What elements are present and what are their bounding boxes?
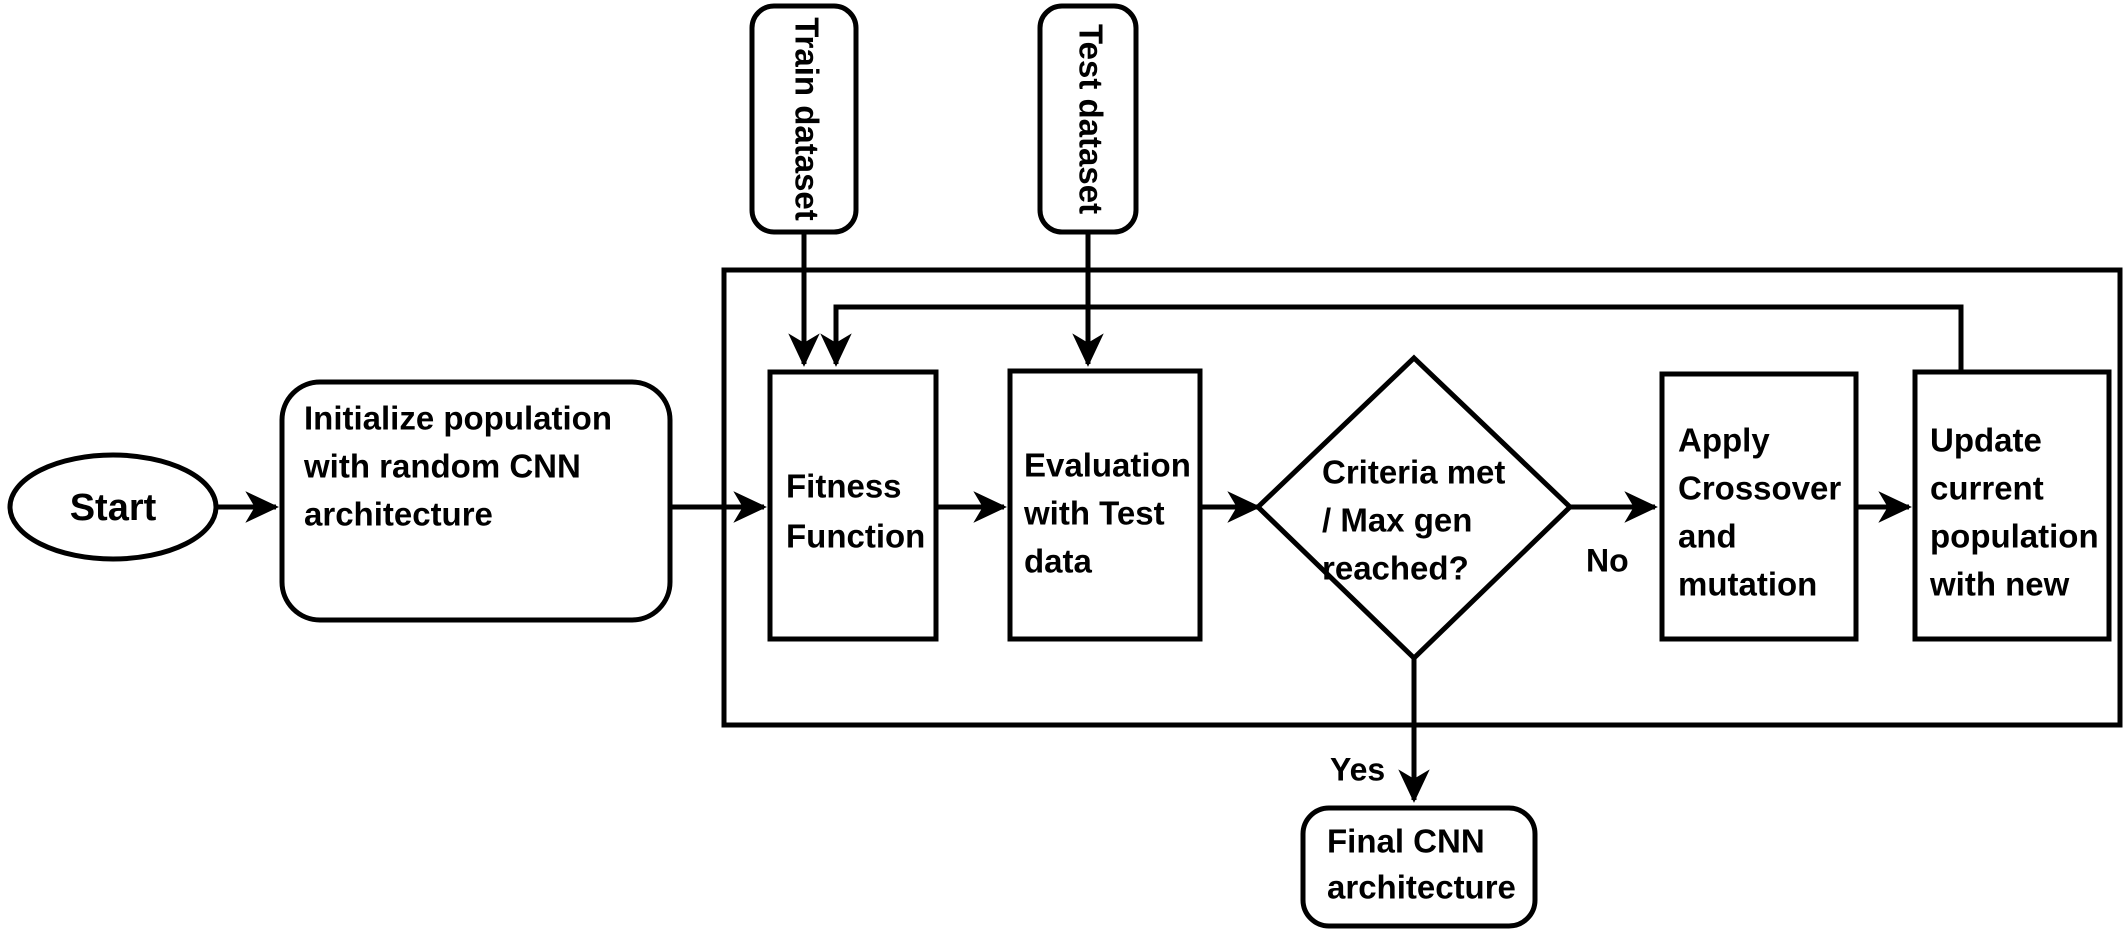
crossover-box: [1659, 371, 1859, 642]
criteria-line-1: Criteria met: [1322, 454, 1505, 491]
final-box: [1300, 805, 1538, 929]
crossover-line-1: Apply: [1678, 422, 1770, 459]
criteria-line-2: / Max gen: [1322, 502, 1472, 539]
evaluation-line-1: Evaluation: [1024, 447, 1191, 484]
train-dataset-label: Train dataset: [788, 17, 825, 221]
start-label: Start: [70, 487, 157, 529]
outer-loop-rectangle: [721, 267, 2123, 728]
edge-update-to-fitness: [820, 304, 1964, 372]
initialize-box: [279, 379, 673, 623]
update-line-2: current: [1930, 470, 2044, 507]
node-evaluation[interactable]: Evaluation with Test data: [1007, 368, 1203, 642]
evaluation-line-2: with Test: [1023, 495, 1165, 532]
node-train-dataset[interactable]: Train dataset: [749, 3, 859, 235]
update-line-3: population: [1930, 518, 2099, 555]
node-initialize-population[interactable]: Initialize population with random CNN ar…: [279, 379, 673, 623]
node-crossover-mutation[interactable]: Apply Crossover and mutation: [1659, 371, 1859, 642]
criteria-line-3: reached?: [1322, 550, 1469, 587]
initialize-line-2: with random CNN: [303, 448, 581, 485]
crossover-line-4: mutation: [1678, 566, 1817, 603]
edge-label-yes: Yes: [1330, 751, 1385, 787]
crossover-line-3: and: [1678, 518, 1737, 555]
fitness-box: [767, 369, 939, 642]
start-ellipse: [7, 452, 219, 562]
fitness-line-1: Fitness: [786, 468, 902, 505]
node-criteria-decision[interactable]: Criteria met / Max gen reached?: [1254, 354, 1574, 662]
node-fitness-function[interactable]: Fitness Function: [767, 369, 939, 642]
final-line-2: architecture: [1327, 869, 1516, 906]
update-line-1: Update: [1930, 422, 2042, 459]
node-start[interactable]: Start: [7, 452, 219, 562]
node-final-cnn[interactable]: Final CNN architecture: [1300, 805, 1538, 929]
initialize-line-1: Initialize population: [304, 400, 612, 437]
crossover-line-2: Crossover: [1678, 470, 1841, 507]
node-update-population[interactable]: Update current population with new: [1912, 369, 2112, 642]
update-line-4: with new: [1929, 566, 2070, 603]
evaluation-line-3: data: [1024, 543, 1093, 580]
test-dataset-label: Test dataset: [1072, 24, 1109, 214]
final-line-1: Final CNN: [1327, 823, 1485, 860]
initialize-line-3: architecture: [304, 496, 493, 533]
update-box: [1912, 369, 2112, 642]
edge-label-no: No: [1586, 542, 1629, 578]
node-test-dataset[interactable]: Test dataset: [1037, 3, 1139, 235]
fitness-line-2: Function: [786, 518, 925, 555]
